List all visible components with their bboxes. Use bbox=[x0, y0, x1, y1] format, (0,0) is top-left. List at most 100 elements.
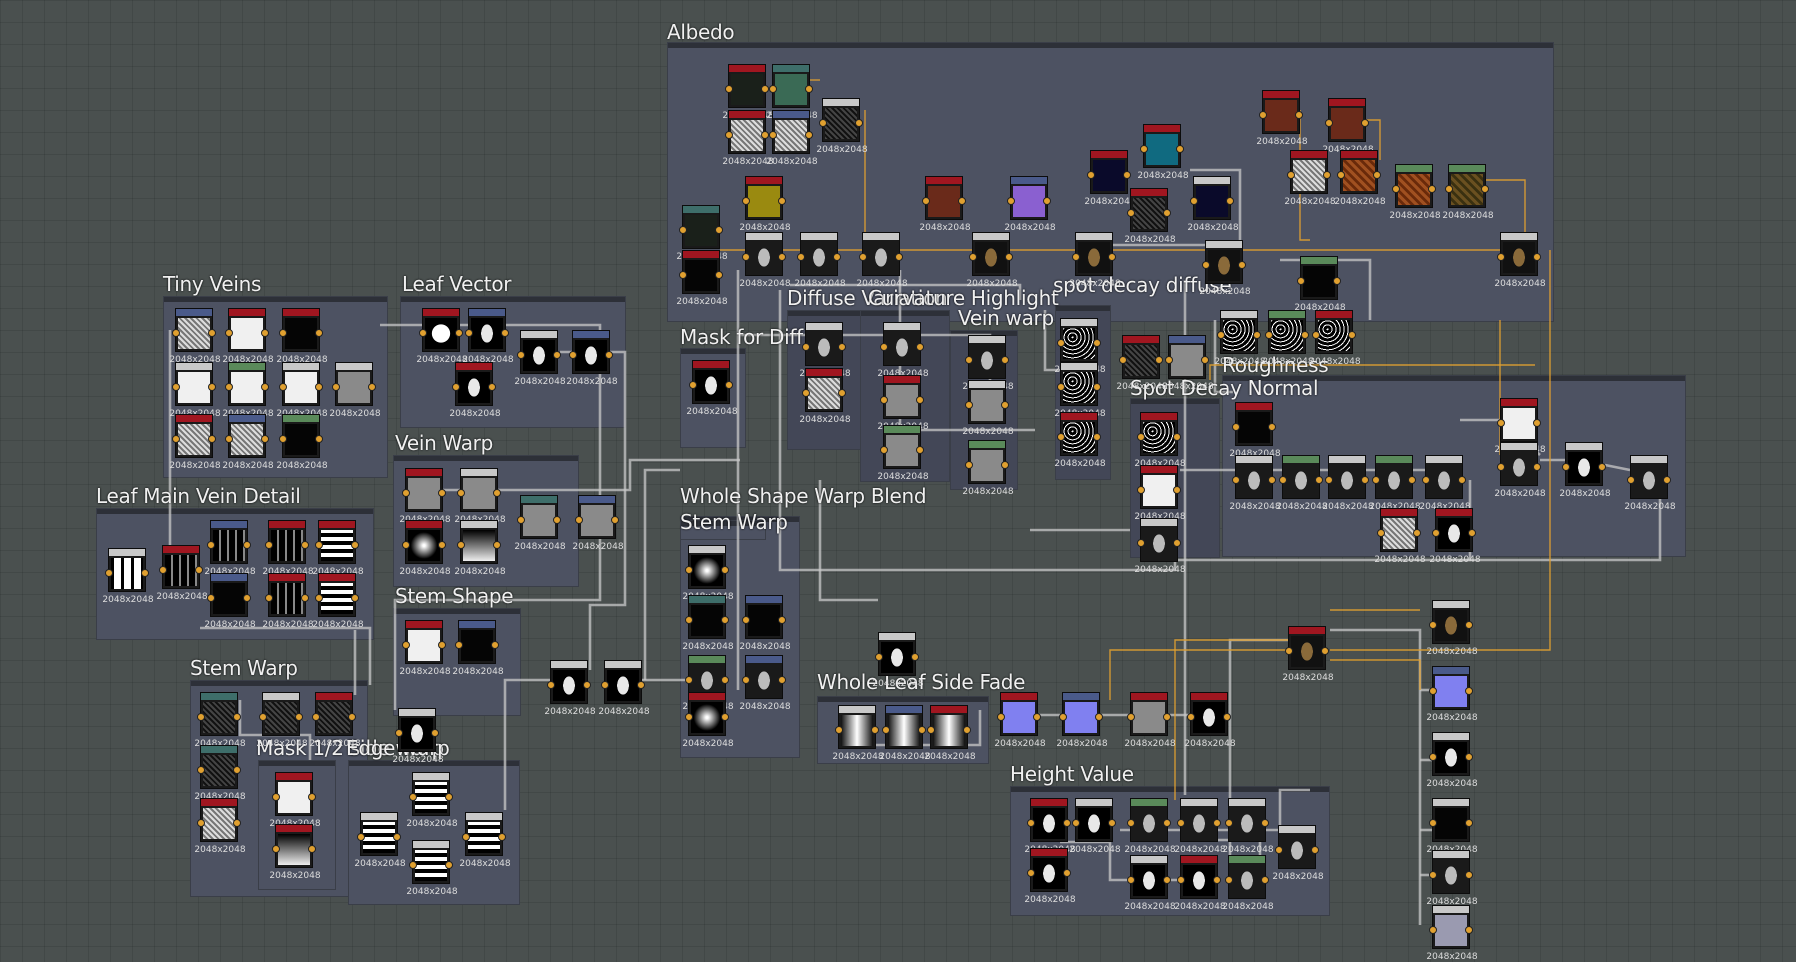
input-port[interactable] bbox=[409, 793, 417, 801]
graph-node[interactable]: 2048x2048 bbox=[276, 308, 328, 365]
graph-node[interactable]: 2048x2048 bbox=[1322, 455, 1374, 512]
graph-node[interactable]: 2048x2048 bbox=[462, 308, 514, 365]
input-port[interactable] bbox=[1137, 486, 1145, 494]
graph-node[interactable]: 2048x2048 bbox=[1419, 455, 1471, 512]
input-port[interactable] bbox=[197, 713, 205, 721]
input-port[interactable] bbox=[207, 594, 215, 602]
output-port[interactable] bbox=[1223, 713, 1231, 721]
output-port[interactable] bbox=[1001, 461, 1009, 469]
input-port[interactable] bbox=[402, 641, 410, 649]
graph-node[interactable]: 2048x2048 bbox=[1084, 150, 1136, 207]
graph-node[interactable]: 2048x2048 bbox=[1187, 176, 1239, 233]
output-port[interactable] bbox=[958, 197, 966, 205]
graph-node[interactable]: 2048x2048 bbox=[799, 368, 851, 425]
output-port[interactable] bbox=[1033, 713, 1041, 721]
output-port[interactable] bbox=[1173, 433, 1181, 441]
input-port[interactable] bbox=[279, 329, 287, 337]
output-port[interactable] bbox=[1176, 145, 1184, 153]
output-port[interactable] bbox=[918, 726, 926, 734]
output-port[interactable] bbox=[1323, 171, 1331, 179]
graph-node[interactable]: 2048x2048 bbox=[309, 692, 361, 749]
graph-node[interactable]: 2048x2048 bbox=[919, 176, 971, 233]
output-port[interactable] bbox=[243, 541, 251, 549]
input-port[interactable] bbox=[880, 396, 888, 404]
input-port[interactable] bbox=[965, 356, 973, 364]
input-port[interactable] bbox=[802, 389, 810, 397]
output-port[interactable] bbox=[855, 119, 863, 127]
graph-node[interactable]: 2048x2048 bbox=[1124, 188, 1176, 245]
output-port[interactable] bbox=[895, 253, 903, 261]
graph-node[interactable]: 2048x2048 bbox=[682, 545, 734, 602]
input-port[interactable] bbox=[1137, 433, 1145, 441]
output-port[interactable] bbox=[1095, 713, 1103, 721]
graph-node[interactable]: 2048x2048 bbox=[1024, 848, 1076, 905]
graph-node[interactable]: 2048x2048 bbox=[566, 330, 618, 387]
input-port[interactable] bbox=[875, 653, 883, 661]
output-port[interactable] bbox=[761, 85, 769, 93]
input-port[interactable] bbox=[1072, 253, 1080, 261]
output-port[interactable] bbox=[1253, 331, 1261, 339]
input-port[interactable] bbox=[172, 435, 180, 443]
output-port[interactable] bbox=[498, 833, 506, 841]
output-port[interactable] bbox=[195, 566, 203, 574]
input-port[interactable] bbox=[601, 681, 609, 689]
graph-node[interactable]: 2048x2048 bbox=[544, 660, 596, 717]
output-port[interactable] bbox=[368, 383, 376, 391]
output-port[interactable] bbox=[493, 541, 501, 549]
output-port[interactable] bbox=[261, 435, 269, 443]
input-port[interactable] bbox=[742, 197, 750, 205]
graph-node[interactable]: 2048x2048 bbox=[1174, 798, 1226, 855]
output-port[interactable] bbox=[493, 489, 501, 497]
output-port[interactable] bbox=[141, 569, 149, 577]
graph-node[interactable]: 2048x2048 bbox=[962, 440, 1014, 497]
output-port[interactable] bbox=[1163, 209, 1171, 217]
graph-node[interactable]: 2048x2048 bbox=[1184, 692, 1236, 749]
input-port[interactable] bbox=[859, 253, 867, 261]
output-port[interactable] bbox=[715, 226, 723, 234]
output-port[interactable] bbox=[308, 845, 316, 853]
input-port[interactable] bbox=[689, 381, 697, 389]
graph-node[interactable]: 2048x2048 bbox=[222, 414, 274, 471]
input-port[interactable] bbox=[1497, 253, 1505, 261]
graph-node[interactable]: 2048x2048 bbox=[1134, 518, 1186, 575]
connection-wire[interactable] bbox=[1330, 250, 1551, 651]
output-port[interactable] bbox=[605, 351, 613, 359]
input-port[interactable] bbox=[1127, 876, 1135, 884]
input-port[interactable] bbox=[1057, 339, 1065, 347]
output-port[interactable] bbox=[1063, 869, 1071, 877]
graph-node[interactable]: 2048x2048 bbox=[877, 425, 929, 482]
graph-node[interactable]: 2048x2048 bbox=[877, 375, 929, 432]
graph-node[interactable]: 2048x2048 bbox=[269, 772, 321, 829]
graph-node[interactable]: 2048x2048 bbox=[1282, 626, 1334, 683]
output-port[interactable] bbox=[1163, 876, 1171, 884]
graph-node[interactable]: 2048x2048 bbox=[392, 708, 444, 765]
input-port[interactable] bbox=[315, 541, 323, 549]
graph-node[interactable]: 2048x2048 bbox=[1389, 164, 1441, 221]
input-port[interactable] bbox=[402, 541, 410, 549]
graph-node[interactable]: 2048x2048 bbox=[1124, 798, 1176, 855]
output-port[interactable] bbox=[833, 253, 841, 261]
output-port[interactable] bbox=[1315, 476, 1323, 484]
graph-node[interactable]: 2048x2048 bbox=[514, 330, 566, 387]
output-port[interactable] bbox=[611, 516, 619, 524]
graph-node[interactable]: 2048x2048 bbox=[1214, 310, 1266, 367]
graph-node[interactable]: 2048x2048 bbox=[1429, 508, 1481, 565]
input-port[interactable] bbox=[517, 351, 525, 359]
output-port[interactable] bbox=[501, 329, 509, 337]
output-port[interactable] bbox=[1481, 185, 1489, 193]
output-port[interactable] bbox=[1213, 876, 1221, 884]
output-port[interactable] bbox=[445, 861, 453, 869]
output-port[interactable] bbox=[1468, 529, 1476, 537]
graph-node[interactable]: 2048x2048 bbox=[276, 362, 328, 419]
input-port[interactable] bbox=[1265, 331, 1273, 339]
graph-node[interactable]: 2048x2048 bbox=[1442, 164, 1494, 221]
output-port[interactable] bbox=[911, 653, 919, 661]
input-port[interactable] bbox=[685, 616, 693, 624]
graph-node[interactable]: 2048x2048 bbox=[269, 824, 321, 881]
connection-wire[interactable] bbox=[1109, 649, 1290, 700]
input-port[interactable] bbox=[517, 516, 525, 524]
output-port[interactable] bbox=[916, 343, 924, 351]
connection-wire[interactable] bbox=[1174, 639, 1288, 800]
graph-node[interactable]: 2048x2048 bbox=[1294, 256, 1346, 313]
